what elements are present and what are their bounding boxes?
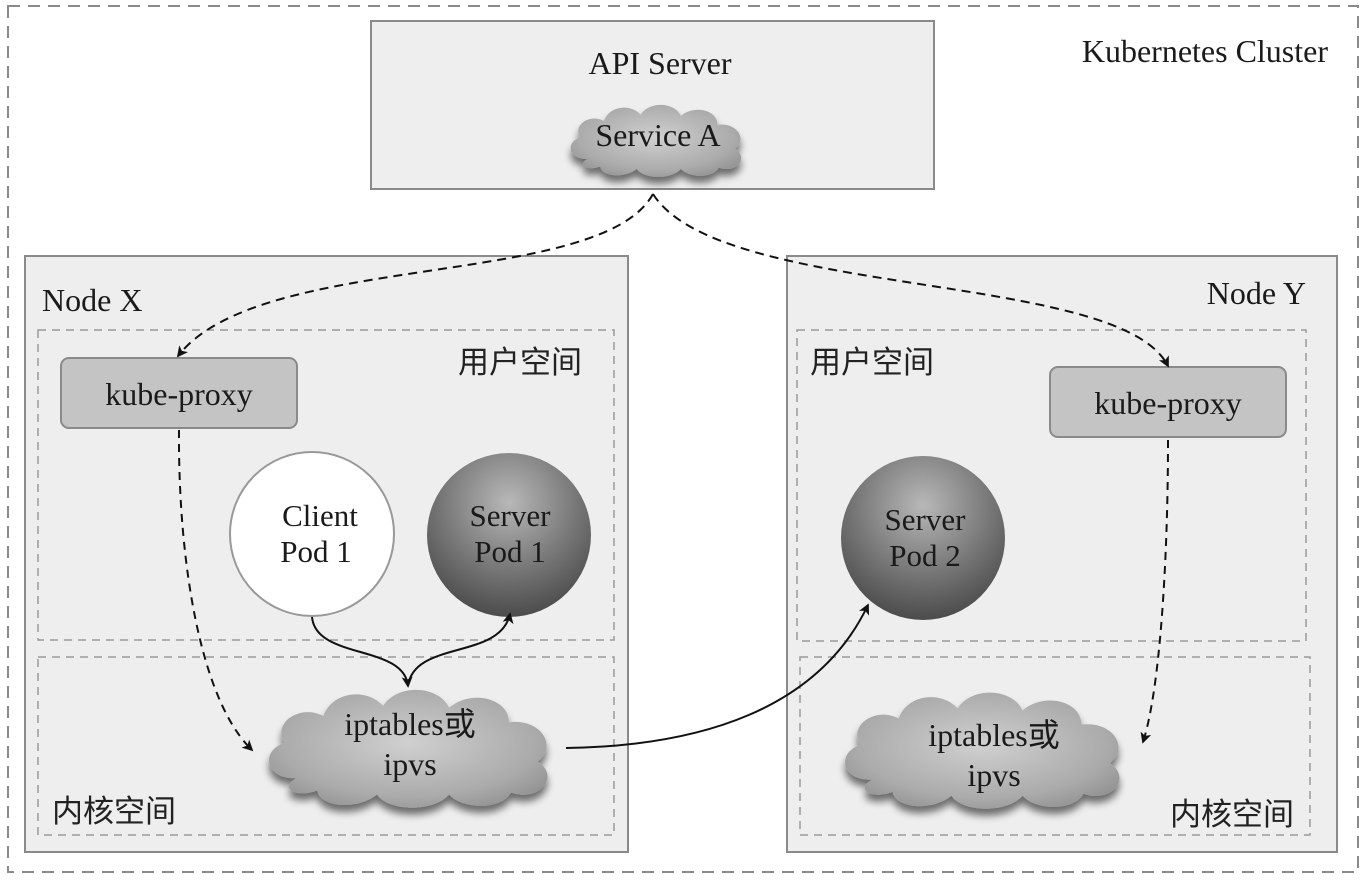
node-x-user-space <box>37 329 615 641</box>
server-pod-1-line1: Server <box>470 498 552 533</box>
node-y-iptables-line2: ipvs <box>967 757 1020 793</box>
client-pod-1 <box>229 451 395 617</box>
node-y-iptables-line1: iptables或 <box>928 717 1060 753</box>
node-y-user-space <box>796 329 1307 642</box>
client-pod-1-line2: Pod 1 <box>280 534 352 569</box>
node-x-kube-proxy <box>60 357 298 429</box>
server-pod-2-line2: Pod 2 <box>889 538 961 573</box>
node-x-kube-proxy-label: kube-proxy <box>105 376 253 412</box>
iptables-to-server-pod-1-arrow <box>407 612 514 687</box>
iptables-to-server-pod-2-arrow <box>565 603 870 749</box>
node-x-iptables-line1: iptables或 <box>344 706 476 742</box>
node-y-kube-proxy-label: kube-proxy <box>1094 385 1242 421</box>
node-y-title: Node Y <box>1207 275 1306 311</box>
node-y-proxy-to-iptables-arrow <box>1140 439 1169 744</box>
node-y-user-space-label: 用户空间 <box>810 345 934 381</box>
node-y-kernel-space <box>799 656 1311 836</box>
server-pod-2 <box>841 456 1005 620</box>
client-pod-1-line1: Client <box>282 498 358 533</box>
node-x-title: Node X <box>42 282 142 318</box>
client-to-iptables-arrow <box>311 616 413 688</box>
api-to-node-y-proxy-arrow <box>652 193 1169 368</box>
node-x-iptables-line2: ipvs <box>383 746 436 782</box>
service-a-label: Service A <box>595 117 720 153</box>
cluster-title: Kubernetes Cluster <box>1082 33 1329 69</box>
cluster-boundary <box>7 5 1359 873</box>
server-pod-1 <box>427 453 591 617</box>
server-pod-1-line2: Pod 1 <box>474 534 546 569</box>
api-server-title: API Server <box>588 45 731 81</box>
node-x-user-space-label: 用户空间 <box>458 345 582 381</box>
node-y-kernel-space-label: 内核空间 <box>1170 797 1294 833</box>
node-x-kernel-space-label: 内核空间 <box>52 794 176 830</box>
api-to-node-x-proxy-arrow <box>176 193 654 358</box>
server-pod-2-line1: Server <box>885 502 967 537</box>
